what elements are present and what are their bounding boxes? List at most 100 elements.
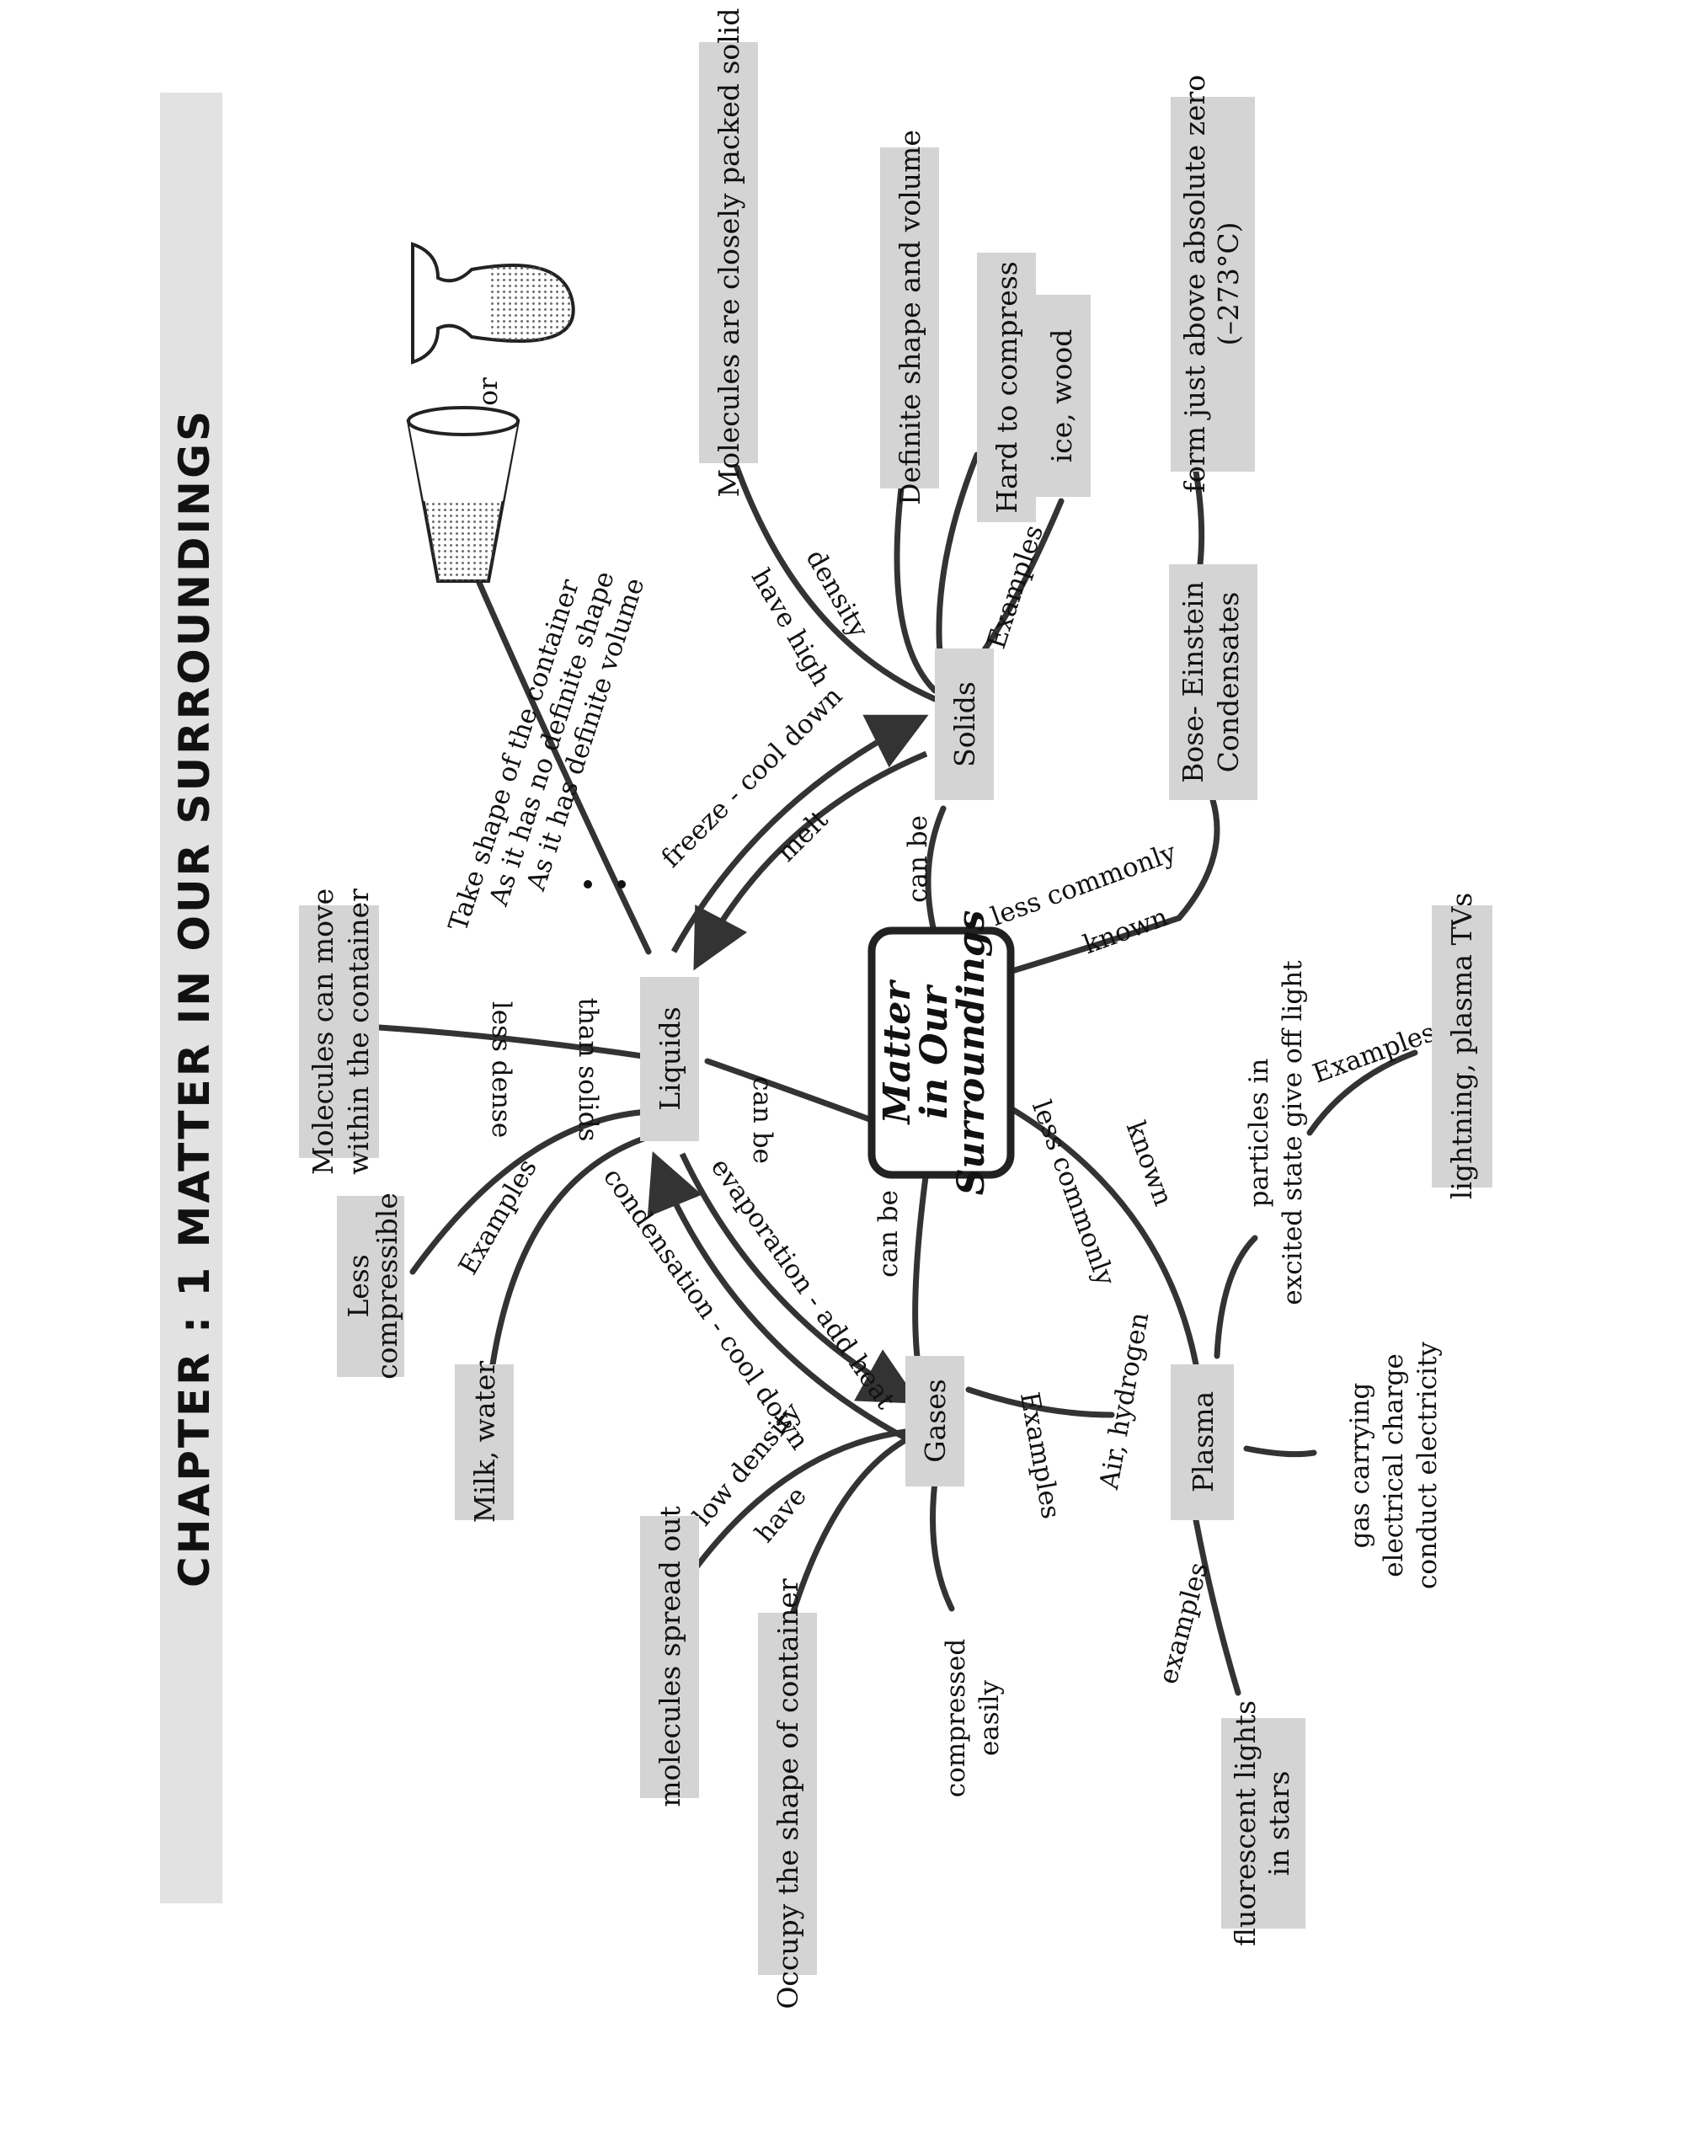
gases-examples-value: Air, hydrogen (1094, 1310, 1156, 1492)
arrow-melt (693, 750, 928, 971)
less-dense-line-2: than solids (573, 998, 603, 1142)
vase-icon (411, 242, 575, 365)
less-commonly-bec-line-2: known (1080, 902, 1172, 960)
link-liquids-container (464, 552, 652, 955)
liquids-examples-text: Milk, water (468, 1361, 501, 1524)
plasma-examples-bottom-line-1: fluorescent lights (1229, 1700, 1262, 1946)
solids-examples-box[interactable]: ice, wood (1032, 295, 1091, 497)
less-commonly-plasma-line-2: known (1120, 1118, 1178, 1210)
can-be-solids-label: can be (903, 815, 933, 903)
node-bec-line-2: Condensates (1212, 592, 1245, 773)
bullet-dot-2 (617, 880, 626, 889)
link-plasma-particles (1214, 1235, 1258, 1359)
less-compressible-line-1: Less (342, 1254, 375, 1317)
move-box[interactable]: Molecules can move within the container (299, 889, 379, 1175)
less-compressible-line-2: compressible (371, 1193, 403, 1380)
plasma-examples-label-bottom: examples (1153, 1559, 1214, 1687)
less-commonly-plasma-line-1: less commonly (1026, 1097, 1121, 1290)
can-be-liquids-label: can be (747, 1076, 777, 1164)
charge-line-3: conduct electricity (1412, 1342, 1443, 1589)
compress-box[interactable]: Hard to compress (977, 253, 1036, 522)
plasma-examples-box-top[interactable]: lightning, plasma TVs (1432, 893, 1492, 1199)
liquids-examples-box[interactable]: Milk, water (455, 1361, 514, 1524)
node-plasma[interactable]: Plasma (1171, 1364, 1234, 1520)
link-solids-shape (894, 485, 938, 694)
plasma-properties: particles in excited state give off ligh… (1153, 893, 1492, 1946)
occupy-box-text: Occupy the shape of container (771, 1578, 804, 2009)
less-dense-line-1: less dense (486, 1001, 516, 1138)
center-node[interactable]: Matter in Our Surroundings (867, 910, 1015, 1195)
compress-box-text: Hard to compress (990, 261, 1023, 513)
can-be-gases-label: can be (873, 1190, 904, 1278)
occupy-box[interactable]: Occupy the shape of container (758, 1578, 817, 2009)
glass-icon (406, 406, 520, 583)
link-solids-packed (734, 464, 938, 702)
plasma-examples-text-top: lightning, plasma TVs (1445, 893, 1478, 1199)
link-plasma-charge (1243, 1445, 1317, 1458)
transition-arrows (647, 714, 929, 1444)
low-density-line-2: have (750, 1481, 813, 1549)
link-gases-compressed (930, 1479, 955, 1612)
packed-box-text: Molecules are closely packed solid (713, 8, 745, 498)
shape-box-text: Definite shape and volume (894, 130, 926, 505)
chapter-title: CHAPTER : 1 MATTER IN OUR SURROUNDINGS (170, 408, 219, 1588)
compressed-line-2: easily (974, 1679, 1005, 1756)
less-compressible-box[interactable]: Less compressible (337, 1193, 404, 1380)
node-solids-label: Solids (948, 681, 981, 767)
link-center-gases (912, 1167, 930, 1368)
link-gases-examples (965, 1386, 1115, 1418)
link-particles-examples (1306, 1049, 1418, 1136)
link-center-solids (925, 805, 947, 938)
compressed-line-1: compressed (941, 1639, 971, 1797)
link-liquids-examples (489, 1134, 652, 1368)
liquids-examples-label: Examples (453, 1154, 543, 1280)
link-gases-occupy (788, 1437, 909, 1620)
node-gases-label: Gases (919, 1379, 952, 1462)
liquids-properties: Take shape of the container As it has no… (299, 568, 651, 1523)
charge-line-1: gas carrying (1345, 1383, 1375, 1549)
link-center-liquids (704, 1058, 875, 1123)
plasma-examples-bottom-line-2: in stars (1262, 1771, 1295, 1876)
particles-line-1: particles in (1244, 1059, 1274, 1208)
link-solids-compress (936, 451, 980, 686)
charge-line-2: electrical charge (1379, 1353, 1409, 1577)
bullet-dot-1 (584, 880, 592, 889)
solids-examples-text: ice, wood (1045, 329, 1078, 463)
particles-line-2: excited state give off light (1278, 960, 1308, 1305)
spread-box-text: molecules spread out (654, 1506, 686, 1807)
connectors (376, 451, 1418, 1696)
solids-examples-label: Examples (981, 521, 1049, 653)
bec-box-line-1: form just above absolute zero (1178, 75, 1211, 493)
node-bec[interactable]: Bose- Einstein Condensates (1169, 564, 1257, 800)
node-liquids-label: Liquids (654, 1006, 686, 1110)
link-center-plasma (999, 1100, 1199, 1368)
node-solids[interactable]: Solids (935, 648, 994, 800)
link-liquids-less-compressible (409, 1108, 652, 1275)
solids-properties: have high density Molecules are closely … (699, 8, 1091, 691)
plasma-examples-label-top: Examples (1309, 1017, 1439, 1090)
packed-box[interactable]: Molecules are closely packed solid (699, 8, 758, 498)
link-gases-spread (687, 1428, 909, 1578)
bec-properties[interactable]: form just above absolute zero (–273°C) (1171, 75, 1255, 493)
move-box-line-2: within the container (342, 889, 375, 1175)
or-label: or (473, 377, 504, 406)
move-box-line-1: Molecules can move (307, 889, 339, 1175)
arrow-evaporation (679, 1152, 921, 1404)
center-line-1: Matter (876, 979, 919, 1126)
bec-box-line-2: (–273°C) (1212, 222, 1245, 346)
node-plasma-label: Plasma (1187, 1391, 1220, 1492)
arrow-condensation (647, 1151, 911, 1444)
link-plasma-examples (1193, 1517, 1241, 1696)
node-gases[interactable]: Gases (905, 1356, 964, 1486)
node-liquids[interactable]: Liquids (640, 977, 699, 1141)
shape-box[interactable]: Definite shape and volume (880, 130, 939, 505)
title-band: CHAPTER : 1 MATTER IN OUR SURROUNDINGS (160, 93, 222, 1903)
center-line-3: Surroundings (950, 910, 993, 1195)
node-bec-line-1: Bose- Einstein (1177, 581, 1209, 783)
plasma-examples-box-bottom[interactable]: fluorescent lights in stars (1221, 1700, 1305, 1946)
spread-box[interactable]: molecules spread out (640, 1506, 699, 1807)
link-center-bec (1003, 797, 1220, 976)
center-line-2: in Our (913, 984, 956, 1118)
link-bec-box (1193, 468, 1205, 568)
